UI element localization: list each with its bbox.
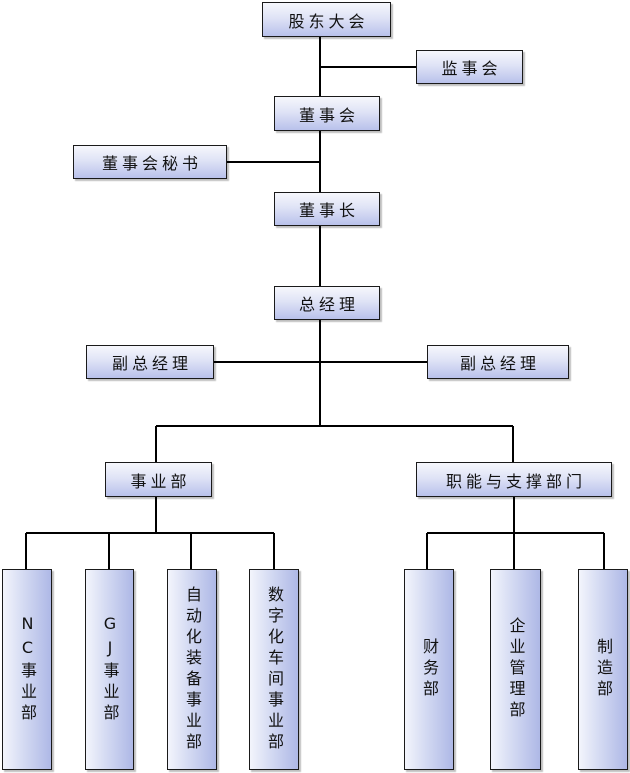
automation-division-box: 自动化装备事业部: [167, 569, 217, 770]
nc-division-label: NC事业部: [18, 614, 37, 725]
digital-workshop-division-box: 数字化车间事业部: [249, 569, 299, 770]
support-division-box: 职能与支撑部门: [416, 462, 612, 497]
business-division-label: 事业部: [130, 471, 191, 491]
board-secretary-label: 董事会秘书: [101, 154, 202, 173]
enterprise-mgmt-dept-box: 企业管理部: [490, 569, 541, 770]
automation-division-label: 自动化装备事业部: [183, 585, 202, 754]
manufacturing-dept-label: 制造部: [594, 638, 613, 701]
deputy-gm-left-box: 副总经理: [86, 345, 214, 379]
supervisors-label: 监事会: [441, 59, 502, 78]
deputy-gm-right-label: 副总经理: [459, 354, 540, 373]
manufacturing-dept-box: 制造部: [578, 569, 628, 770]
chairman-box: 董事长: [274, 192, 380, 226]
chairman-label: 董事长: [298, 201, 359, 220]
finance-dept-box: 财务部: [404, 569, 454, 770]
gj-division-label: GJ事业部: [100, 614, 120, 725]
support-division-label: 职能与支撑部门: [445, 471, 586, 491]
board-label: 董事会: [298, 105, 359, 125]
deputy-gm-left-label: 副总经理: [111, 354, 192, 373]
general-manager-label: 总经理: [298, 295, 359, 314]
gj-division-box: GJ事业部: [85, 569, 134, 770]
general-manager-box: 总经理: [274, 286, 380, 320]
board-secretary-box: 董事会秘书: [73, 145, 227, 179]
enterprise-mgmt-dept-label: 企业管理部: [506, 617, 526, 722]
finance-dept-label: 财务部: [420, 638, 439, 701]
nc-division-box: NC事业部: [2, 569, 52, 770]
supervisors-box: 监事会: [416, 50, 523, 84]
business-division-box: 事业部: [105, 462, 212, 497]
deputy-gm-right-box: 副总经理: [427, 345, 569, 379]
board-box: 董事会: [274, 96, 380, 131]
shareholders-label: 股东大会: [288, 11, 369, 31]
shareholders-box: 股东大会: [262, 2, 391, 37]
digital-workshop-division-label: 数字化车间事业部: [265, 585, 284, 754]
